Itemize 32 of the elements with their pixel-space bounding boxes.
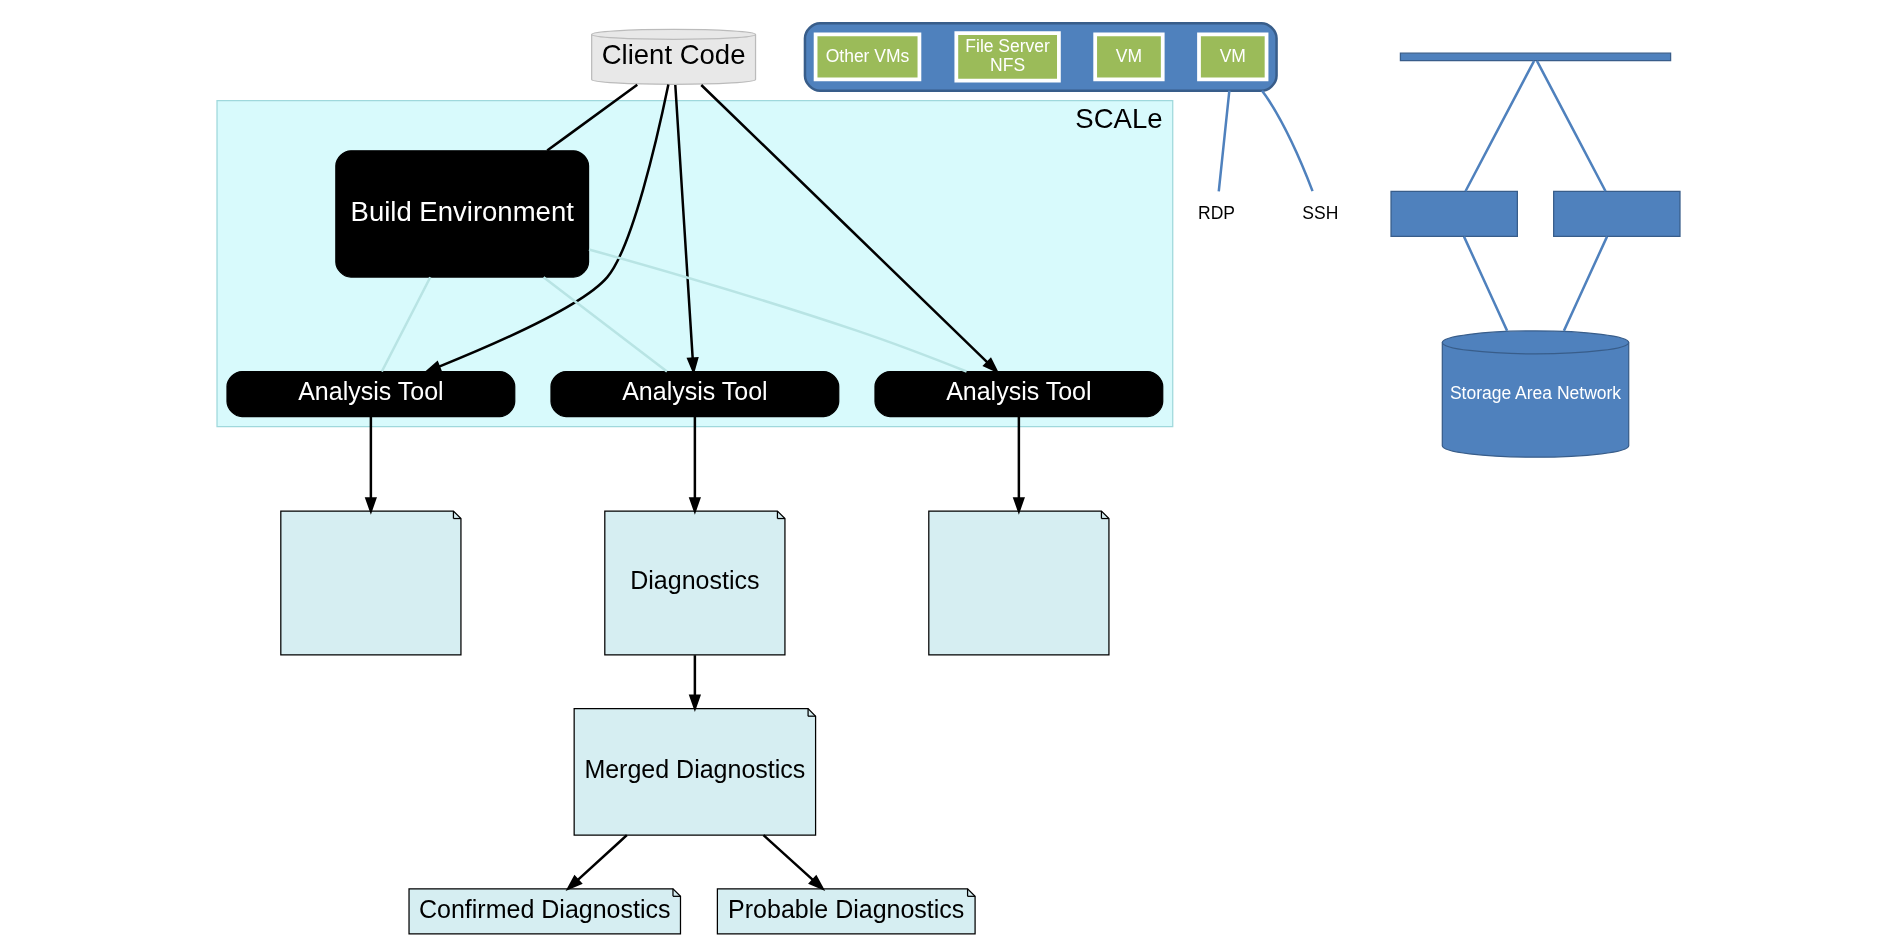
connector	[546, 83, 638, 152]
arrow	[762, 834, 826, 892]
node-box: VM	[1093, 32, 1165, 82]
node-box	[1553, 190, 1681, 238]
arrow	[565, 834, 628, 892]
node-box: Analysis Tool	[226, 370, 516, 418]
connector	[1462, 236, 1509, 332]
arrow	[364, 416, 378, 515]
node-box: Build Environment	[335, 150, 590, 278]
connector	[1261, 89, 1314, 192]
node-text: RDP	[1198, 202, 1235, 223]
node-box: File Server NFS	[954, 31, 1061, 83]
connector	[380, 276, 432, 373]
arrow	[423, 84, 670, 373]
arrow	[688, 655, 701, 713]
node-text: SSH	[1302, 202, 1339, 223]
connector	[1217, 90, 1231, 192]
node-bar	[1399, 52, 1672, 62]
connector	[588, 248, 968, 373]
node-box: Analysis Tool	[874, 370, 1164, 418]
node-box: Other VMs	[813, 32, 922, 82]
arrow	[688, 416, 701, 515]
connector	[1464, 60, 1536, 192]
node-box	[1390, 190, 1518, 238]
connector	[542, 276, 668, 373]
arrow	[1012, 416, 1025, 515]
node-box: VM	[1197, 32, 1269, 82]
arrow	[700, 84, 1000, 374]
connector	[1535, 60, 1607, 192]
cluster	[803, 21, 1278, 92]
node-box: Analysis Tool	[550, 370, 840, 418]
connector	[1562, 236, 1609, 332]
